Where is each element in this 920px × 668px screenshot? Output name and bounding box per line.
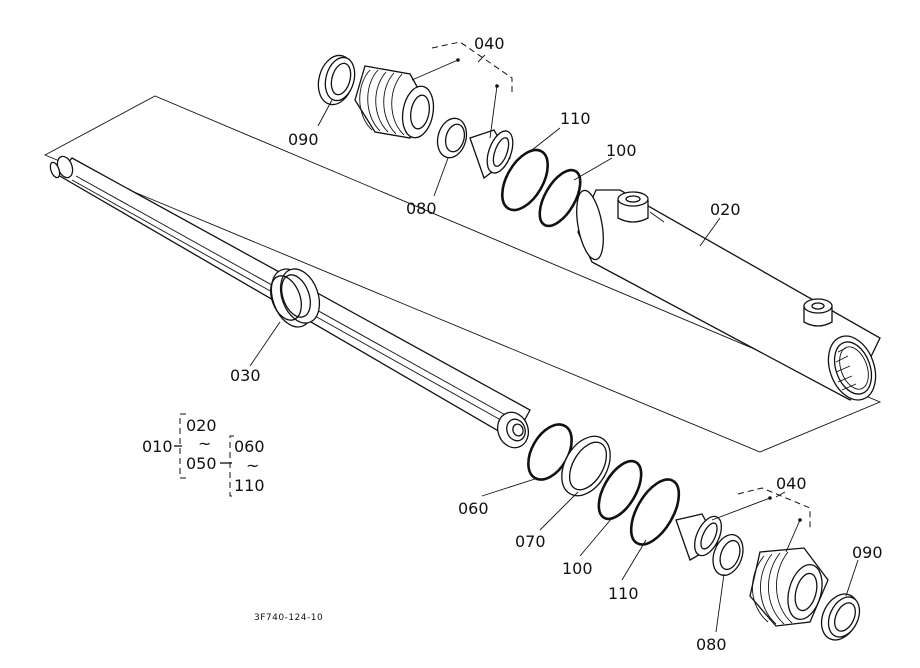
label-040-bottom: 040	[776, 474, 807, 493]
label-070: 070	[515, 532, 546, 551]
top-oring-110	[501, 148, 549, 212]
bottom-seal-080	[712, 534, 744, 576]
top-wiper-seal-090	[317, 54, 356, 106]
label-100-top: 100	[606, 141, 637, 160]
label-060: 060	[458, 499, 489, 518]
bottom-backup-ring-100	[597, 459, 643, 521]
bottom-oring-110	[629, 478, 681, 546]
top-bushing-040	[469, 129, 514, 180]
bottom-bushing-040	[675, 513, 722, 561]
drawing-code: 3F740-124-10	[254, 613, 323, 623]
bottom-040-bracket	[711, 487, 811, 553]
legend-tilde-upper: ~	[198, 434, 211, 453]
label-090-top: 090	[288, 130, 319, 149]
assembly-outline	[43, 95, 882, 453]
top-seal-080	[436, 117, 468, 159]
label-040-top: 040	[474, 34, 505, 53]
label-030: 030	[230, 366, 261, 385]
label-110-top: 110	[560, 109, 591, 128]
label-090-bottom: 090	[852, 543, 883, 562]
bottom-ring-070	[561, 435, 611, 497]
label-110-bottom: 110	[608, 584, 639, 603]
legend-060: 060	[234, 437, 265, 456]
top-backup-ring-100	[538, 168, 582, 228]
label-080-top: 080	[406, 199, 437, 218]
legend-020: 020	[186, 416, 217, 435]
top-040-bracket	[411, 41, 513, 139]
legend-050: 050	[186, 454, 217, 473]
bottom-cylinder-head	[749, 547, 829, 627]
leader-lines	[249, 99, 859, 633]
piston-rod-030	[49, 155, 531, 449]
legend-tilde-lower: ~	[246, 456, 259, 475]
bottom-wiper-seal-090	[820, 593, 861, 641]
label-080-bottom: 080	[696, 635, 727, 654]
cylinder-tube-020	[576, 189, 881, 401]
label-100-bottom: 100	[562, 559, 593, 578]
legend-assembly-010: 010	[142, 437, 173, 456]
legend-110: 110	[234, 476, 265, 495]
label-020: 020	[710, 200, 741, 219]
assembly-legend: 010 020 ~ 050 060 ~ 110	[142, 413, 265, 497]
top-cylinder-head	[354, 65, 435, 139]
